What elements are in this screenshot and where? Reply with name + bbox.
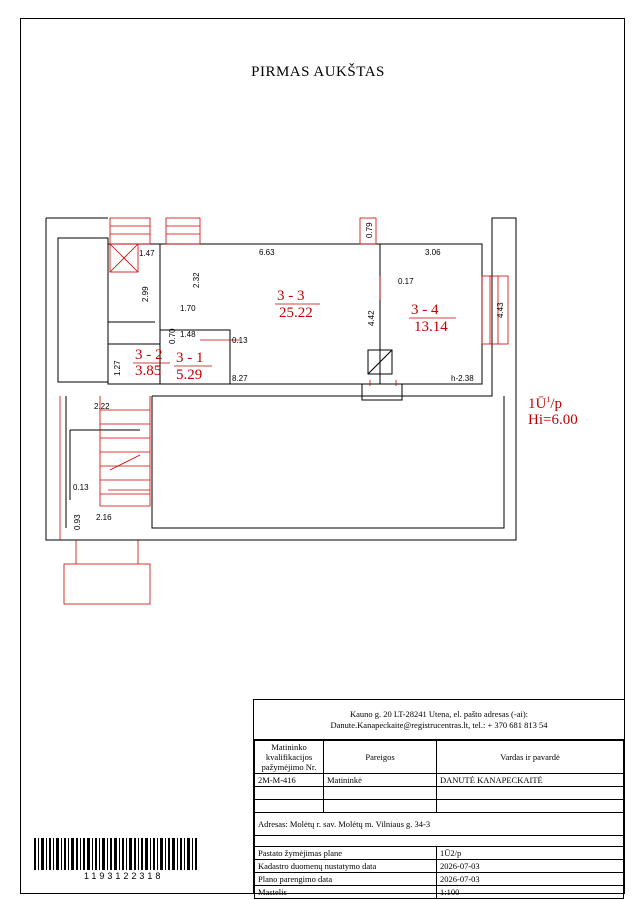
- dim-label: 4.43: [496, 302, 505, 318]
- col-name-header: Vardas ir pavardė: [436, 740, 624, 774]
- room-id: 3 - 2: [135, 347, 163, 363]
- barcode: [34, 838, 197, 870]
- title-block: Kauno g. 20 LT-28241 Utena, el. pašto ad…: [253, 699, 625, 899]
- room-area: 13.14: [414, 319, 448, 335]
- dim-label: 0.70: [168, 328, 177, 344]
- org-address: Kauno g. 20 LT-28241 Utena, el. pašto ad…: [349, 709, 529, 719]
- room-area: 25.22: [279, 305, 313, 321]
- room-3-2: 3 - 2 3.85: [133, 347, 170, 379]
- cadastre-date-value: 2026-07-03: [436, 859, 624, 873]
- scale-value: 1:100: [436, 885, 624, 899]
- col-position-header: Pareigos: [323, 740, 437, 774]
- room-3-3: 3 - 3 25.22: [275, 288, 320, 321]
- dim-label: h-2.38: [451, 374, 474, 383]
- surveyor-name: DANUTĖ KANAPECKAITĖ: [436, 773, 624, 787]
- plan-date-value: 2026-07-03: [436, 872, 624, 886]
- dim-label: 2.16: [96, 513, 112, 522]
- building-mark-label: Pastato žymėjimas plane: [254, 846, 437, 860]
- title-block-table: Matininko kvalifikacijos pažymėjimo Nr. …: [254, 740, 624, 899]
- cert-number: 2M-M-416: [254, 773, 324, 787]
- address-value: Molėtų r. sav. Molėtų m. Vilniaus g. 34-…: [289, 819, 431, 829]
- dim-label: 6.63: [259, 248, 275, 257]
- dim-label: 2.32: [192, 272, 201, 288]
- col-cert-header: Matininko kvalifikacijos pažymėjimo Nr.: [254, 740, 324, 774]
- sheet-title: PIRMAS AUKŠTAS: [251, 64, 385, 80]
- dim-label: 3.06: [425, 248, 441, 257]
- dim-label: 1.27: [113, 360, 122, 376]
- dim-label: 1.48: [180, 330, 196, 339]
- org-contacts: Danute.Kanapeckaite@registrucentras.lt, …: [330, 720, 548, 730]
- dim-label: 0.13: [73, 483, 89, 492]
- room-3-1: 3 - 1 5.29: [174, 350, 212, 383]
- dim-label: 2.99: [141, 286, 150, 302]
- dim-label: 1.70: [180, 304, 196, 313]
- dim-label: 4.42: [367, 310, 376, 326]
- height-label: Hi=6.00: [528, 412, 578, 428]
- barcode-number: 1193122318: [84, 871, 164, 881]
- room-area: 5.29: [176, 367, 202, 383]
- cadastre-date-label: Kadastro duomenų nustatymo data: [254, 859, 437, 873]
- building-mark-value: 1Ū2/p: [436, 846, 624, 860]
- room-id: 3 - 1: [176, 350, 204, 366]
- scale-label: Mastelis: [254, 885, 437, 899]
- dim-label: 0.17: [398, 277, 414, 286]
- floor-code-suffix: /p: [550, 396, 563, 412]
- dim-label: 0.13: [232, 336, 248, 345]
- room-id: 3 - 4: [411, 302, 439, 318]
- organization-info: Kauno g. 20 LT-28241 Utena, el. pašto ad…: [254, 700, 624, 740]
- dim-label: 8.27: [232, 374, 248, 383]
- floor-code-label: 1Ū1/p Hi=6.00: [528, 392, 578, 428]
- room-area: 3.85: [135, 363, 161, 379]
- dim-label: 1.47: [139, 249, 155, 258]
- dim-label: 0.93: [73, 514, 82, 530]
- dim-label: 2.22: [94, 402, 110, 411]
- surveyor-position: Matininkė: [323, 773, 437, 787]
- room-3-4: 3 - 4 13.14: [409, 302, 456, 335]
- room-id: 3 - 3: [277, 288, 305, 304]
- address-label: Adresas:: [258, 819, 288, 829]
- dim-label: 0.79: [365, 222, 374, 238]
- plan-date-label: Plano parengimo data: [254, 872, 437, 886]
- floor-code: 1Ū: [528, 396, 547, 412]
- floor-code-sup: 1: [546, 395, 551, 404]
